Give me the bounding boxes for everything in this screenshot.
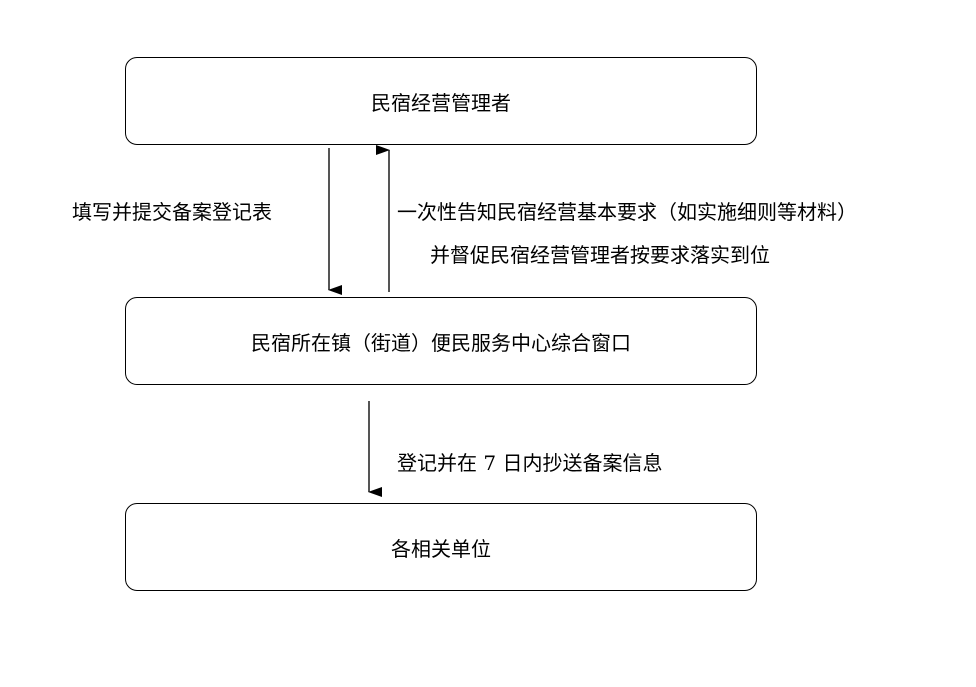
edge-label-submit: 填写并提交备案登记表 bbox=[72, 200, 272, 224]
node-service-window: 民宿所在镇（街道）便民服务中心综合窗口 bbox=[125, 297, 757, 385]
node-service-window-label: 民宿所在镇（街道）便民服务中心综合窗口 bbox=[251, 330, 631, 355]
node-operator-label: 民宿经营管理者 bbox=[371, 90, 511, 115]
node-operator: 民宿经营管理者 bbox=[125, 57, 757, 145]
edge-label-forward: 登记并在 7 日内抄送备案信息 bbox=[397, 451, 663, 475]
node-departments-label: 各相关单位 bbox=[391, 536, 491, 561]
node-departments: 各相关单位 bbox=[125, 503, 757, 591]
edge-label-inform-line1: 一次性告知民宿经营基本要求（如实施细则等材料） bbox=[397, 200, 857, 224]
edge-label-inform-line2: 并督促民宿经营管理者按要求落实到位 bbox=[430, 243, 770, 267]
